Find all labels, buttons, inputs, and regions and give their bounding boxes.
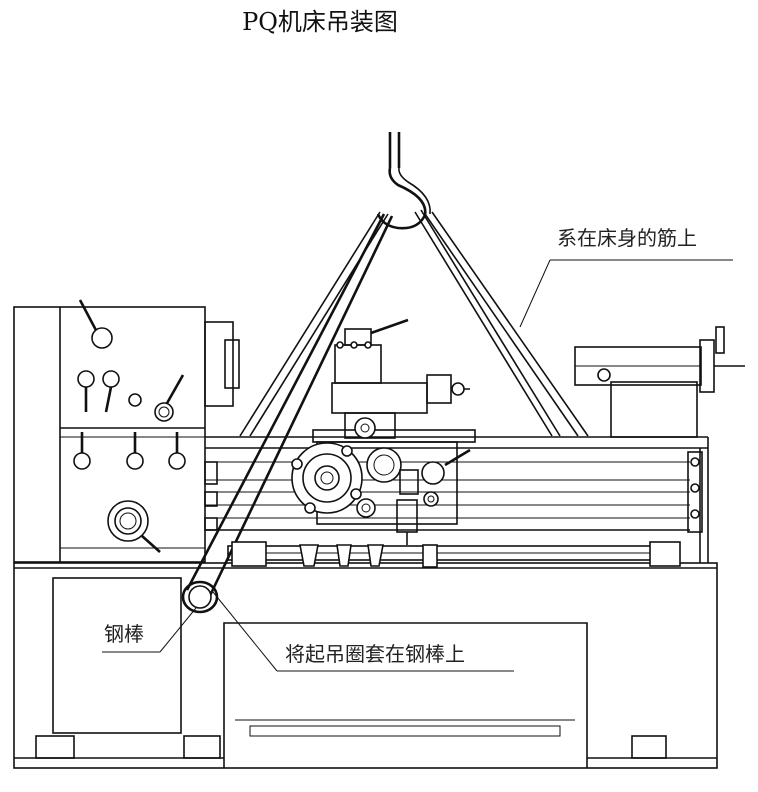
headstock	[13, 299, 240, 563]
steel-bar	[188, 585, 212, 609]
leader-lines	[102, 259, 733, 672]
label-steel-bar: 钢棒	[104, 622, 144, 646]
label-sling-on-bar: 将起吊圈套在钢棒上	[285, 642, 465, 666]
carriage-apron	[291, 429, 476, 545]
crane-hook	[376, 132, 431, 230]
diagram-title: PQ机床吊装图	[242, 8, 398, 36]
label-sling-rib: 系在床身的筋上	[557, 226, 697, 250]
tool-post	[331, 318, 470, 439]
tailstock	[574, 326, 745, 438]
lathe-base	[13, 562, 718, 769]
